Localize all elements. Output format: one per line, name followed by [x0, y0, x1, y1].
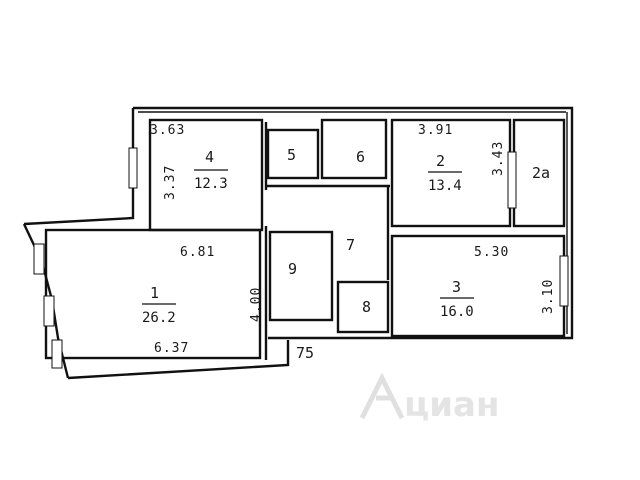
dim-room1-width-bottom: 6.37: [154, 341, 189, 356]
room-2-area: 13.4: [428, 178, 462, 194]
room-labels: 4 12.3 1 26.2 2 13.4 2a 3 16.0 5 6 7 8 9: [142, 146, 550, 326]
room-2-number: 2: [436, 152, 445, 170]
room-3-area: 16.0: [440, 304, 474, 320]
room-1-number: 1: [150, 284, 159, 302]
dim-room2-width: 3.91: [418, 123, 453, 138]
dim-room3-depth: 3.10: [541, 279, 556, 314]
dim-room1-depth: 4.00: [249, 287, 264, 322]
dimension-labels: 3.63 3.37 6.81 6.37 4.00 3.91 3.43 5.30 …: [150, 123, 556, 362]
room-4-area: 12.3: [194, 176, 228, 192]
interior-walls: [44, 118, 566, 360]
watermark-text: циан: [404, 385, 499, 425]
watermark: циан: [359, 372, 499, 425]
cian-logo-icon: [359, 372, 405, 420]
dim-entrance: 75: [296, 344, 314, 362]
dim-room2-depth: 3.43: [491, 141, 506, 176]
windows: [33, 147, 569, 369]
room-6-number: 6: [356, 148, 365, 166]
room-3-number: 3: [452, 278, 461, 296]
room-2a-number: 2a: [532, 164, 550, 182]
room-1-area: 26.2: [142, 310, 176, 326]
dim-room1-width-top: 6.81: [180, 245, 215, 260]
dim-room4-width: 3.63: [150, 123, 185, 138]
room-5-number: 5: [287, 146, 296, 164]
dim-room4-depth: 3.37: [163, 165, 178, 200]
outer-walls: [22, 106, 574, 380]
room-8-number: 8: [362, 298, 371, 316]
room-7-number: 7: [346, 236, 355, 254]
dim-room3-width: 5.30: [474, 245, 509, 260]
room-4-number: 4: [205, 148, 214, 166]
room-9-number: 9: [288, 260, 297, 278]
